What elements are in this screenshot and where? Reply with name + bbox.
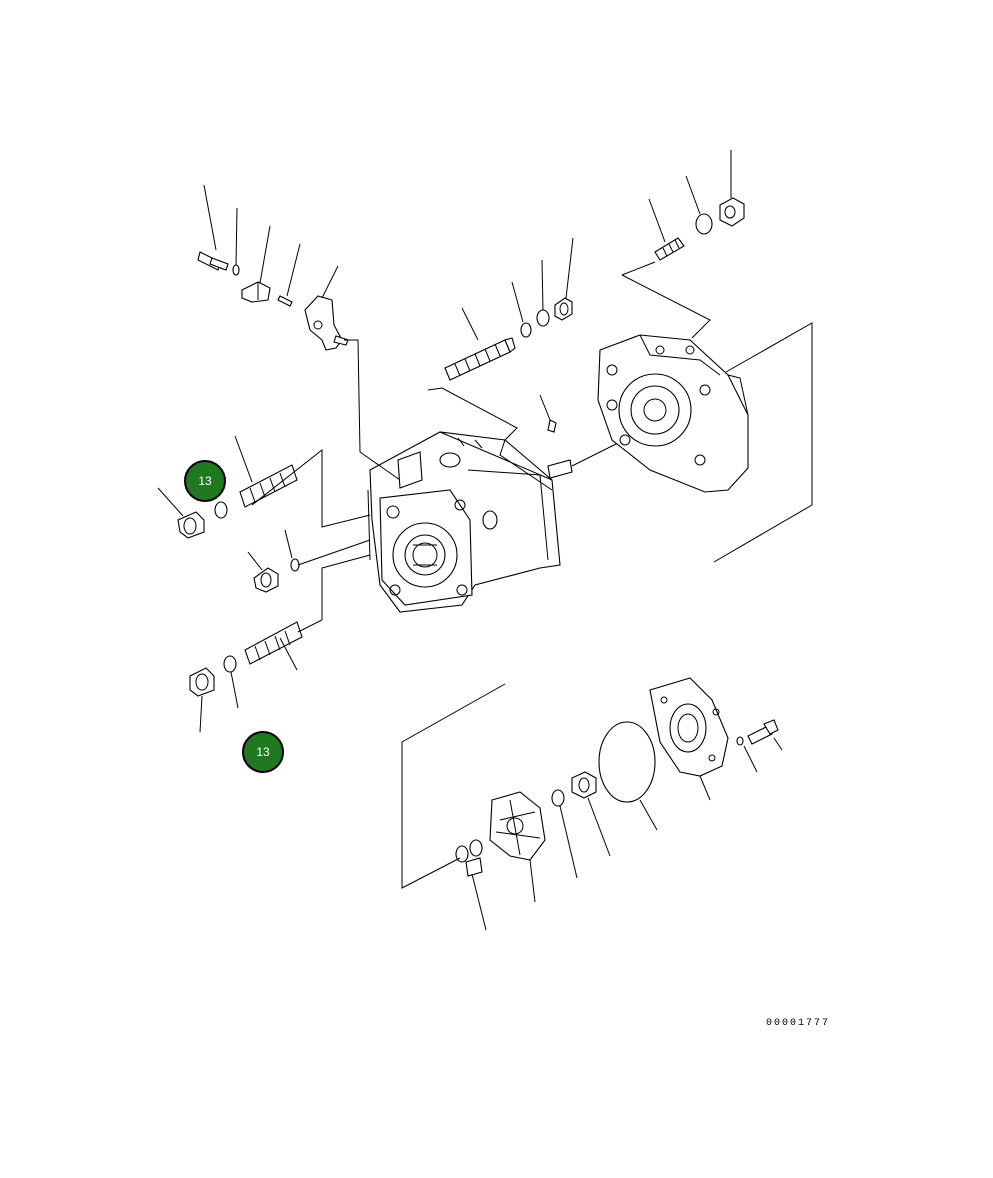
- callout-badge-lower-label: 13: [256, 745, 270, 759]
- rear-flange-cover: [649, 677, 729, 777]
- valve-block: [304, 295, 349, 351]
- connecting-stud: [539, 394, 625, 479]
- bolt-upper-left: [197, 251, 229, 271]
- nut-upper-right: [719, 197, 745, 227]
- o-ring-left-middle: [290, 558, 300, 572]
- spring-left-lower: [244, 621, 303, 665]
- pump-housing: [367, 431, 561, 613]
- assembly-guide-lines: [251, 261, 813, 889]
- leader-lines: [157, 150, 783, 931]
- drawing-number: 00001777: [766, 1018, 831, 1029]
- o-ring-left-upper: [214, 501, 228, 519]
- bushing-lower: [571, 771, 597, 799]
- bolt-lower-right: [747, 719, 779, 745]
- spring-left-upper: [239, 464, 298, 508]
- long-spring: [444, 337, 516, 381]
- o-ring-left-lower: [223, 655, 237, 673]
- nut-upper-middle: [554, 297, 573, 321]
- small-ring-lower-right: [469, 839, 483, 857]
- plug-left-middle: [253, 567, 279, 593]
- ring-lower: [551, 789, 565, 807]
- rear-cover: [597, 334, 749, 493]
- large-o-ring: [598, 721, 656, 803]
- snap-ring-upper: [536, 309, 550, 327]
- bracket: [241, 281, 271, 303]
- stud-upper-right: [654, 237, 685, 261]
- impeller-gear: [489, 791, 546, 861]
- plug-left-lower: [189, 667, 215, 697]
- o-ring-upper: [520, 322, 532, 338]
- washer-lower-right: [736, 736, 744, 746]
- small-washer: [232, 264, 240, 276]
- plug-left-upper: [177, 511, 205, 539]
- callout-badge-lower[interactable]: 13: [242, 731, 284, 773]
- washer-upper-right: [695, 213, 713, 235]
- callout-badge-upper[interactable]: 13: [184, 460, 226, 502]
- key-lower: [465, 857, 483, 877]
- callout-badge-upper-label: 13: [198, 474, 212, 488]
- pin: [277, 295, 293, 307]
